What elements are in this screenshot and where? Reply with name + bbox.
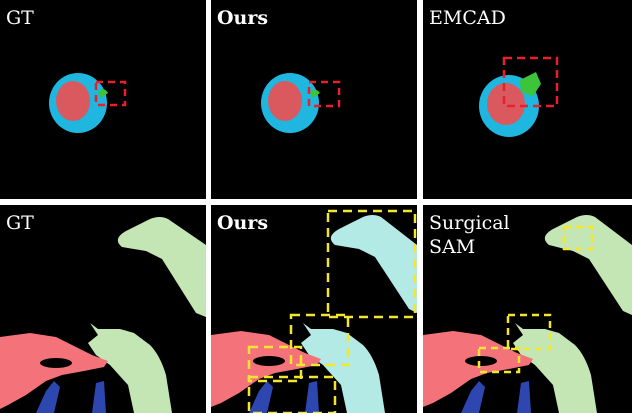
segmentation-mask: [479, 56, 559, 137]
highlight-box: [326, 209, 417, 319]
panel-ours-top: Ours: [211, 0, 417, 199]
highlight-box: [307, 80, 341, 108]
red-region: [487, 83, 525, 125]
instrument-blue: [249, 381, 273, 413]
panel-label: EMCAD: [429, 7, 506, 29]
panel-surgicalsam-bottom: Surgical SAM: [423, 205, 632, 413]
dark-gap: [40, 358, 72, 368]
instrument-blue-2: [305, 381, 319, 413]
green-region: [310, 89, 320, 98]
panel-label: Ours: [217, 212, 269, 234]
instrument-blue: [461, 381, 485, 413]
instrument-blue-2: [517, 381, 531, 413]
segmentation-mask: [211, 209, 417, 413]
highlight-box: [477, 346, 521, 374]
panel-gt-top: GT: [0, 0, 206, 199]
red-region: [268, 81, 302, 121]
highlight-box: [247, 345, 303, 383]
segmentation-mask: [49, 73, 127, 133]
instrument-light-green: [544, 215, 632, 315]
segmentation-mask: [423, 215, 632, 413]
highlight-box: [247, 375, 337, 413]
panel-label: Surgical SAM: [429, 212, 510, 258]
panel-label: GT: [6, 212, 34, 234]
panel-label: Ours: [217, 7, 269, 29]
highlight-box: [506, 313, 552, 351]
segmentation-mask: [0, 217, 206, 413]
dark-gap: [253, 356, 285, 366]
panel-label: GT: [6, 7, 34, 29]
panel-gt-bottom: GT: [0, 205, 206, 413]
dark-gap: [465, 356, 497, 366]
segmentation-mask: [261, 73, 341, 133]
highlight-box: [94, 80, 127, 107]
highlight-box: [289, 313, 350, 367]
panel-emcad-top: EMCAD: [423, 0, 632, 199]
instrument-light-green-2: [513, 323, 597, 413]
instrument-light-green-2: [88, 323, 172, 413]
instrument-light-cyan-2: [301, 323, 385, 413]
red-region: [56, 81, 90, 121]
instrument-salmon: [423, 331, 533, 407]
panel-ours-bottom: Ours: [211, 205, 417, 413]
instrument-blue: [36, 381, 60, 413]
highlight-box: [562, 225, 594, 251]
instrument-salmon: [0, 333, 108, 409]
instrument-salmon: [211, 331, 321, 407]
green-region: [98, 89, 108, 98]
green-region: [520, 72, 541, 96]
instrument-blue-2: [92, 381, 106, 413]
highlight-box: [502, 56, 559, 108]
instrument-light-green: [117, 217, 206, 317]
instrument-light-cyan: [330, 215, 417, 313]
